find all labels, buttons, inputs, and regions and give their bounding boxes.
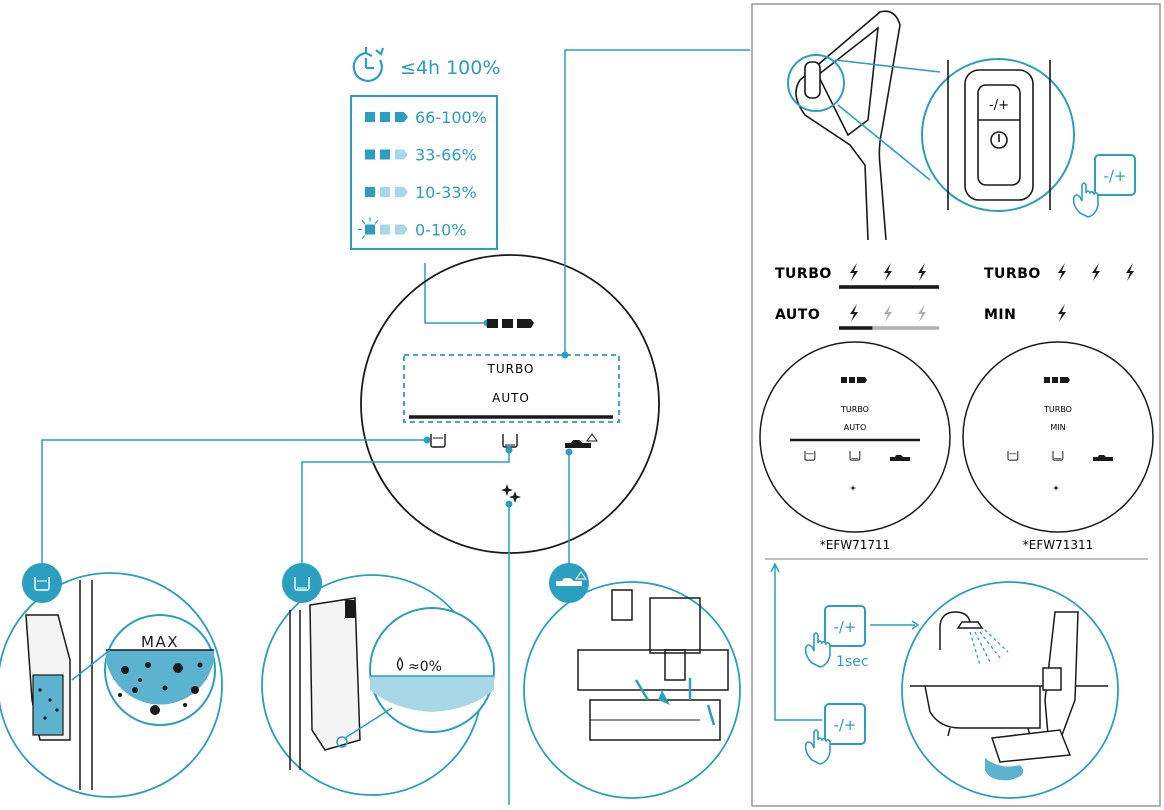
mode-highlight-box xyxy=(403,354,620,423)
model-comparison: TURBO AUTO *EFW71711 TURBO MIN *EFW71311 xyxy=(759,341,1154,552)
bolt-icon xyxy=(1058,304,1066,322)
battery-segment xyxy=(365,112,375,122)
dirty-tank-detail: ≈0% xyxy=(261,563,495,796)
bolt-icon xyxy=(850,263,858,281)
bolt-icon xyxy=(1092,263,1100,281)
battery-segment xyxy=(380,224,390,235)
clean-tank-detail: MAX xyxy=(0,563,223,798)
power-mode-table: TURBO AUTO TURBO MIN xyxy=(775,263,1134,330)
max-label: MAX xyxy=(141,633,179,651)
bolt-icon xyxy=(918,263,926,281)
dirty-water-tank-icon xyxy=(502,433,518,448)
battery-segment xyxy=(395,224,408,235)
blink-icon xyxy=(358,217,379,239)
display-mode-auto: AUTO xyxy=(492,391,530,405)
model-display: TURBO MIN *EFW71311 xyxy=(962,341,1154,552)
battery-segment xyxy=(395,112,408,122)
display-panel: TURBO AUTO xyxy=(360,254,660,554)
battery-segment xyxy=(365,187,375,197)
battery-legend-label: 0-10% xyxy=(415,221,467,240)
vacuum-in-dock xyxy=(990,611,1079,763)
water-puddle xyxy=(985,758,1024,781)
press-duration: 1sec xyxy=(836,654,869,670)
press-button-label: -/+ xyxy=(1103,167,1126,185)
battery-legend-row: 33-66% xyxy=(365,146,477,165)
bolt-icon xyxy=(884,304,892,322)
power-mode-label: AUTO xyxy=(775,307,820,323)
model-display: TURBO AUTO *EFW71711 xyxy=(759,341,951,552)
empty-label: ≈0% xyxy=(408,659,442,675)
battery-segment xyxy=(395,149,408,160)
battery-segment xyxy=(380,149,390,160)
display-connectors xyxy=(41,49,750,805)
battery-segment xyxy=(365,224,375,235)
brushroll-detail xyxy=(523,563,741,799)
self-clean-procedure: -/+ 1sec -/+ xyxy=(770,562,1119,799)
battery-segment xyxy=(380,187,390,197)
bolt-icon xyxy=(1126,263,1134,281)
right-panel xyxy=(751,3,1161,807)
power-mode-row-left: TURBO xyxy=(775,263,939,289)
model-mode2: AUTO xyxy=(844,423,867,432)
bolt-icon xyxy=(1058,263,1066,281)
battery-legend-row: 10-33% xyxy=(365,183,477,202)
bolt-icon xyxy=(918,304,926,322)
handle-button-label: -/+ xyxy=(989,98,1009,113)
runtime-indicator: ≤4h 100% xyxy=(352,47,500,82)
battery-legend-label: 66-100% xyxy=(415,108,487,127)
bathtub-illustration xyxy=(910,611,1108,737)
legend-connector xyxy=(424,263,487,324)
power-mode-row-left: AUTO xyxy=(775,304,939,330)
clock-icon xyxy=(352,47,385,82)
power-mode-row-right: TURBO xyxy=(984,263,1134,282)
battery-legend: 66-100% 33-66% 10-33% 0-10% xyxy=(350,95,498,250)
bolt-icon xyxy=(884,263,892,281)
model-id: *EFW71311 xyxy=(1023,538,1094,552)
power-mode-label: MIN xyxy=(984,307,1016,323)
runtime-text: ≤4h 100% xyxy=(400,57,500,79)
battery-segment xyxy=(380,112,390,122)
battery-legend-label: 33-66% xyxy=(415,146,477,165)
water-drop-icon xyxy=(396,656,404,671)
battery-segment xyxy=(365,149,375,160)
handle-illustration xyxy=(787,10,1075,241)
power-mode-label: TURBO xyxy=(775,266,832,282)
power-mode-label: TURBO xyxy=(984,266,1041,282)
bolt-icon xyxy=(850,304,858,322)
self-clean-icon xyxy=(501,484,513,496)
clean-water-tank-icon xyxy=(430,433,446,448)
battery-legend-row: 66-100% xyxy=(365,108,487,127)
battery-legend-label: 10-33% xyxy=(415,183,477,202)
battery-segment xyxy=(395,187,408,197)
model-id: *EFW71711 xyxy=(820,538,891,552)
press-button-icon: -/+ xyxy=(1072,154,1136,218)
model-mode1: TURBO xyxy=(840,405,869,414)
model-mode2: MIN xyxy=(1050,423,1065,432)
battery-legend-row: 0-10% xyxy=(358,217,467,240)
step2-button-label: -/+ xyxy=(833,716,856,734)
shower-spray xyxy=(969,629,1009,666)
power-mode-row-right: MIN xyxy=(984,304,1066,323)
warning-triangle-icon xyxy=(586,433,598,442)
battery-icon xyxy=(487,319,534,328)
step1-button-label: -/+ xyxy=(833,618,856,636)
model-mode1: TURBO xyxy=(1043,405,1072,414)
display-mode-turbo: TURBO xyxy=(487,362,535,376)
